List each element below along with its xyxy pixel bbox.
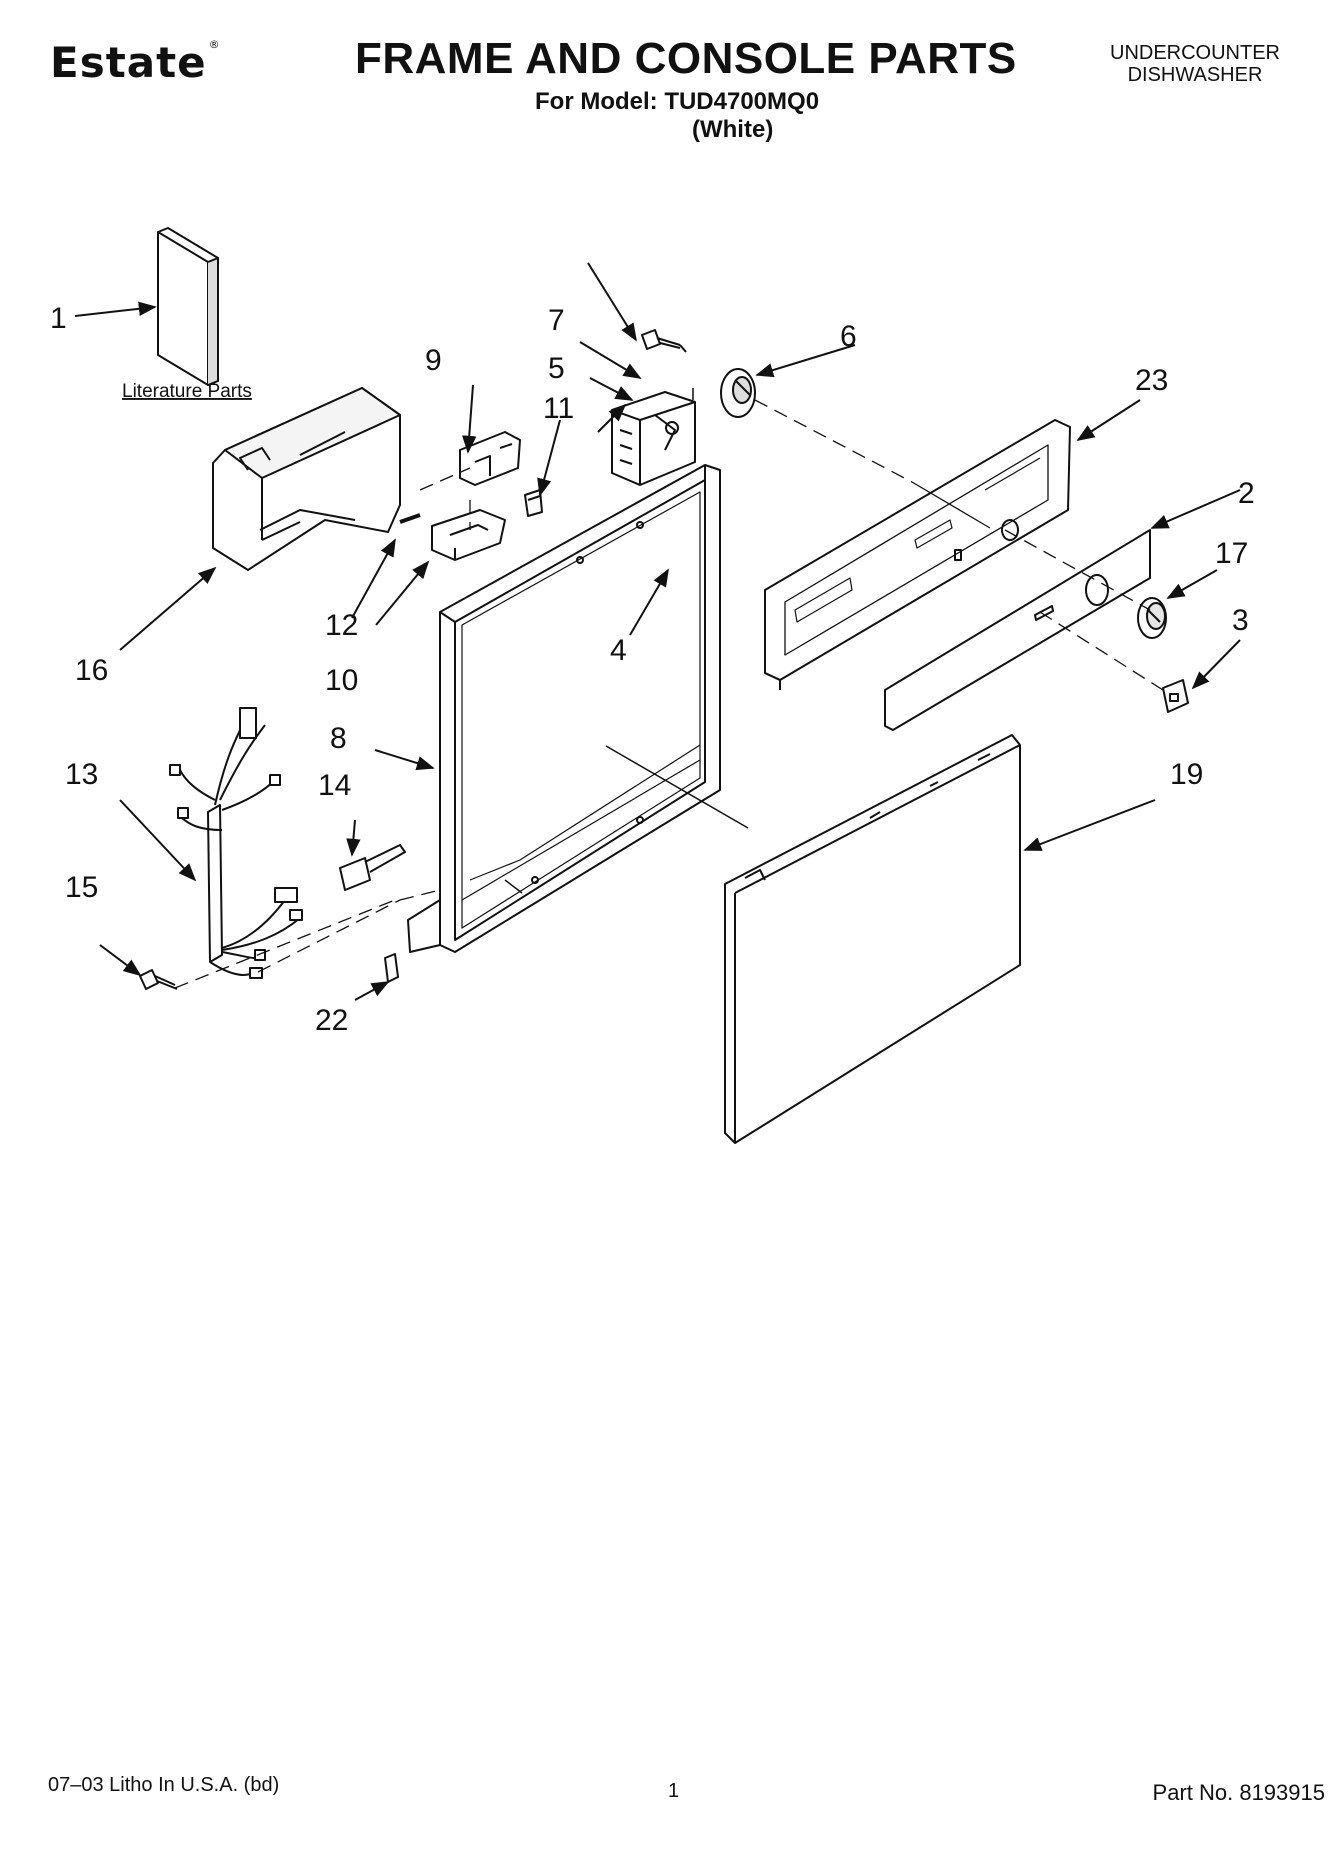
product-type: UNDERCOUNTER DISHWASHER [1095, 42, 1295, 86]
callout-19: 19 [1170, 758, 1203, 791]
callout-11: 11 [543, 392, 574, 425]
literature-booklet [157, 227, 219, 386]
product-type-line1: UNDERCOUNTER [1110, 42, 1280, 64]
callout-6: 6 [840, 320, 857, 353]
guide-lines [504, 388, 749, 894]
print-info: 07–03 Litho In U.S.A. (bd) [48, 1774, 280, 1796]
literature-parts-label: Literature Parts [122, 381, 252, 402]
callout-23: 23 [1135, 364, 1168, 397]
model-line: For Model: TUD4700MQ0 [535, 88, 820, 115]
callout-15: 15 [65, 871, 98, 904]
ground-screw [139, 969, 178, 990]
door-frame [407, 464, 721, 953]
callout-7: 7 [548, 304, 565, 337]
leader-arrows [74, 262, 1241, 1001]
callout-9: 9 [425, 344, 442, 377]
callout-3: 3 [1232, 604, 1249, 637]
callout-5: 5 [548, 352, 565, 385]
door-switch [339, 844, 406, 891]
push-button-clip [1162, 679, 1189, 713]
wire-harness [169, 707, 303, 979]
product-type-line2: DISHWASHER [1127, 64, 1263, 86]
brand-logo: Estate® [50, 38, 221, 87]
callout-22: 22 [315, 1004, 348, 1037]
color-line: (White) [692, 116, 774, 143]
callout-4: 4 [610, 634, 627, 667]
control-knob [1137, 597, 1167, 639]
callout-8: 8 [330, 722, 347, 755]
selector-knob [720, 368, 756, 418]
registered-mark: ® [208, 38, 221, 51]
part-number: Part No. 8193915 [1152, 1780, 1325, 1805]
page-number: 1 [668, 1780, 680, 1802]
callout-12: 12 [325, 609, 358, 642]
callout-1: 1 [50, 302, 67, 335]
callout-14: 14 [318, 769, 351, 802]
mounting-screw [641, 329, 687, 353]
callout-17: 17 [1215, 537, 1248, 570]
leader-9 [462, 384, 477, 454]
door-clip [384, 953, 399, 983]
brand-name: Estate [50, 38, 207, 87]
control-panel-overlay [884, 529, 1151, 731]
callout-16: 16 [75, 654, 108, 687]
switch-holder [431, 509, 506, 561]
callout-10: 10 [325, 664, 358, 697]
callout-13: 13 [65, 758, 98, 791]
callout-2: 2 [1238, 477, 1255, 510]
alignment-lines [174, 399, 1164, 989]
retaining-pin [399, 513, 421, 524]
leader-5 [589, 377, 634, 401]
console-cover [212, 387, 401, 571]
leader-11 [537, 419, 561, 497]
page-title: FRAME AND CONSOLE PARTS [355, 34, 1017, 83]
outer-door-panel [724, 734, 1021, 1144]
console-panel [764, 419, 1071, 690]
timer-module [611, 391, 696, 486]
